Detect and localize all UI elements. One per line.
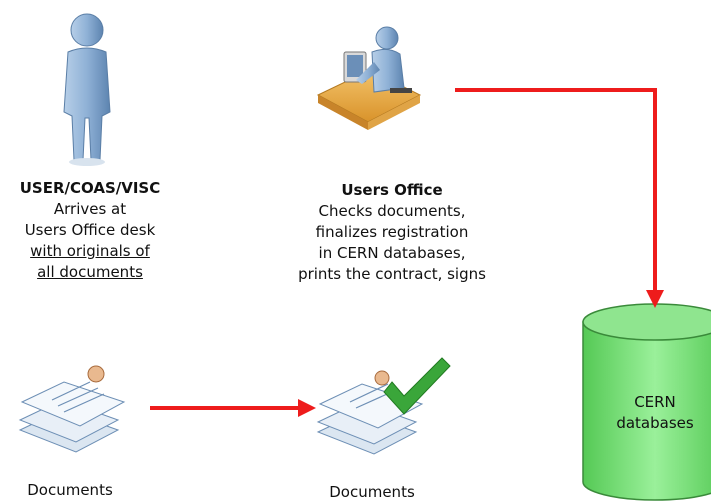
office-line-1: Checks documents,: [318, 202, 466, 220]
office-to-database-arrow: [455, 88, 664, 308]
user-caption: USER/COAS/VISC Arrives at Users Office d…: [0, 178, 180, 283]
checkmark-icon: [383, 357, 451, 415]
documents-left-icon: [18, 365, 126, 453]
office-desk-icon: [316, 26, 422, 130]
user-title: USER/COAS/VISC: [19, 179, 161, 197]
office-caption: Users Office Checks documents, finalizes…: [262, 180, 522, 285]
user-person-icon: [63, 13, 111, 166]
user-line-2: Users Office desk: [24, 221, 156, 239]
user-line-1: Arrives at: [53, 200, 127, 218]
documents-left-label: Documents: [27, 481, 113, 499]
office-line-4: prints the contract, signs: [298, 265, 486, 283]
user-underlined-1: with originals of: [30, 242, 150, 260]
office-title: Users Office: [341, 181, 443, 199]
database-line-2: databases: [616, 414, 694, 432]
database-caption: CERN databases: [603, 392, 707, 434]
cern-database-icon: [582, 303, 711, 501]
user-underlined-2: all documents: [37, 263, 143, 281]
office-line-3: in CERN databases,: [318, 244, 466, 262]
documents-right-icon: [316, 370, 424, 455]
documents-right-label: Documents: [329, 483, 415, 501]
database-line-1: CERN: [634, 393, 676, 411]
documents-arrow: [150, 399, 316, 417]
office-line-2: finalizes registration: [315, 223, 469, 241]
